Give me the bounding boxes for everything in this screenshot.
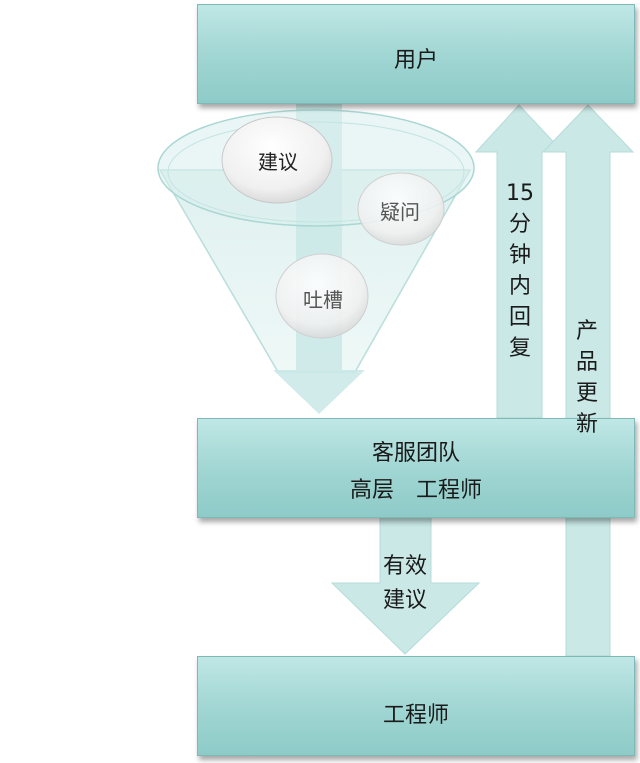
engineer-label: 工程师	[382, 703, 449, 728]
bubble-complain	[275, 253, 369, 339]
product-update-label: 产 品 更 新	[567, 316, 607, 440]
up-arrow-reply	[474, 104, 565, 419]
question-label: 疑问	[380, 200, 420, 224]
reply-char: 15	[506, 181, 534, 206]
update-char: 新	[575, 412, 598, 437]
engineer-box: 工程师	[197, 656, 635, 756]
complain-label: 吐槽	[303, 288, 343, 312]
reply-label: 15 分 钟 内 回 复	[500, 178, 540, 364]
user-box: 用户	[197, 4, 635, 104]
bubble-question	[357, 172, 445, 246]
bubble-suggest	[221, 116, 333, 204]
effective-line-2: 建议	[382, 588, 427, 613]
suggest-label: 建议	[258, 150, 298, 174]
support-team-label: 客服团队	[371, 441, 460, 466]
user-label: 用户	[393, 48, 438, 73]
reply-char: 复	[508, 336, 531, 361]
reply-char: 分	[508, 212, 531, 237]
reply-char: 钟	[508, 243, 531, 268]
reply-char: 回	[508, 305, 531, 330]
update-char: 更	[575, 381, 598, 406]
up-arrow-update	[541, 104, 635, 657]
down-arrow-effective	[330, 515, 481, 655]
effective-suggestion-label: 有效 建议	[360, 550, 450, 618]
support-team-box: 客服团队 高层 工程师	[197, 418, 635, 518]
update-char: 品	[575, 350, 598, 375]
update-char: 产	[575, 319, 598, 344]
reply-char: 内	[508, 274, 531, 299]
funnel-rim-inner	[167, 121, 465, 223]
support-team-members-label: 高层 工程师	[349, 478, 482, 503]
effective-line-1: 有效	[382, 554, 427, 579]
